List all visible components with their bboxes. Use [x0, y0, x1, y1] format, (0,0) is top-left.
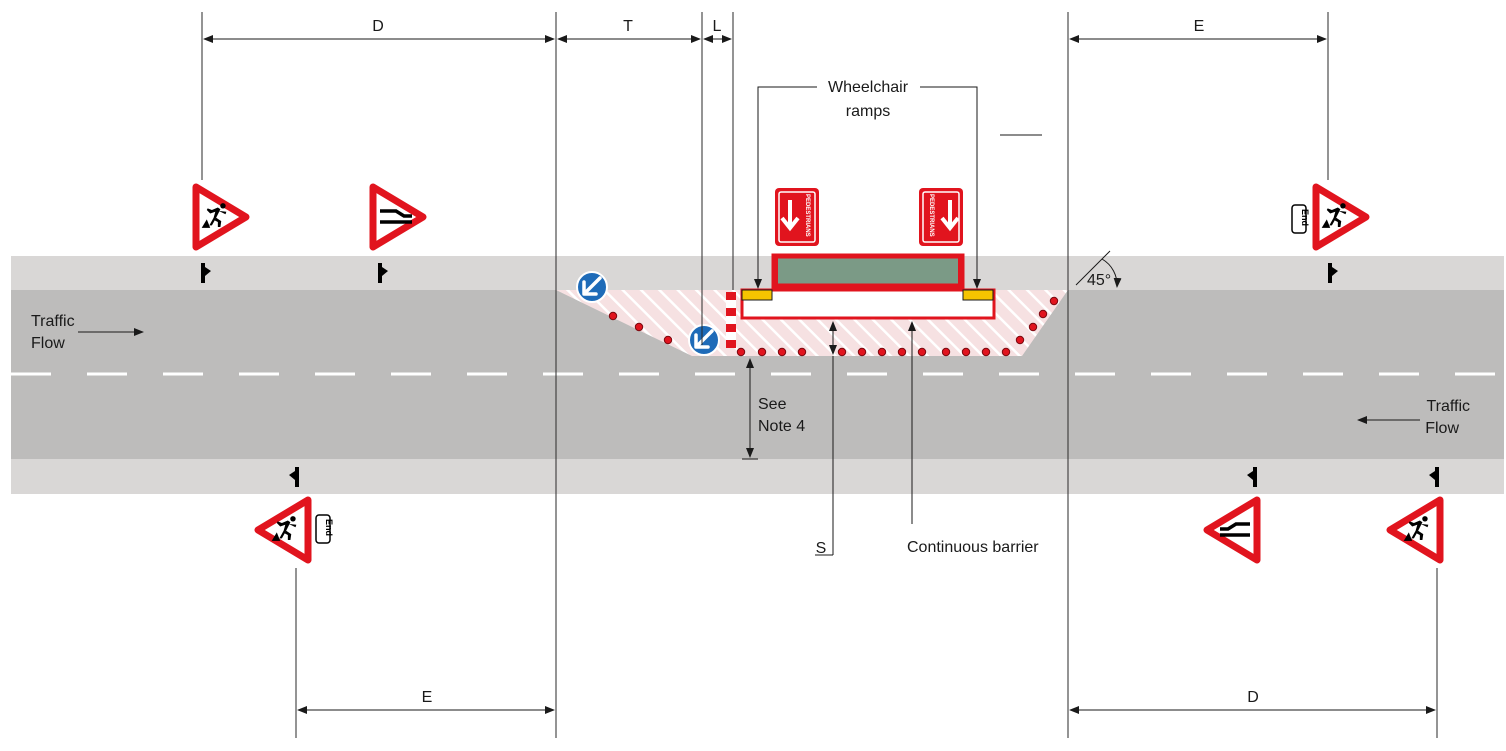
- road-narrows-icon: [1220, 522, 1250, 537]
- road-narrows-sign-top: [369, 183, 427, 251]
- sign-posts: [201, 263, 1439, 487]
- wheelchair-ramps-label-1: Wheelchair: [828, 79, 909, 96]
- traffic-flow-right-label-2: Flow: [1425, 420, 1459, 437]
- see-note-label-2: Note 4: [758, 418, 805, 435]
- red-white-barrier: [726, 292, 736, 348]
- roadworks-sign-bottom-right: [1386, 496, 1444, 564]
- roadworks-sign-bottom-left: End: [254, 496, 334, 564]
- pedestrians-sign-text: PEDESTRIANS: [804, 194, 810, 237]
- footway-closure-barrier: [771, 253, 965, 289]
- pedestrian-walkway: [740, 288, 996, 320]
- see-note-label-1: See: [758, 396, 787, 413]
- dim-label-E-top: E: [1194, 18, 1205, 35]
- down-arrow-icon: [780, 200, 800, 232]
- keep-left-sign-1: [576, 271, 608, 303]
- traffic-flow-left-label-1: Traffic: [31, 313, 75, 330]
- angle-label: 45°: [1087, 272, 1111, 289]
- traffic-cones: [608, 296, 1059, 357]
- reference-lines: [201, 12, 1438, 738]
- end-plate-bottom-left: [315, 514, 331, 544]
- dim-label-D-top: D: [372, 18, 384, 35]
- road-narrows-icon: [380, 209, 412, 224]
- end-plate-text: End: [1300, 209, 1310, 226]
- dim-label-E-bottom: E: [422, 689, 433, 706]
- roadworks-sign-top-right: End: [1291, 183, 1370, 251]
- roadworks-sign-top-left: [192, 183, 250, 251]
- dim-label-D-bottom: D: [1247, 689, 1259, 706]
- keep-left-arrow-icon: [582, 276, 602, 296]
- keep-left-sign-2: [688, 324, 720, 356]
- continuous-barrier-label: Continuous barrier: [907, 539, 1039, 556]
- dimension-lines: [78, 35, 1436, 714]
- traffic-flow-left-label-2: Flow: [31, 335, 65, 352]
- footway-bottom: [11, 459, 1504, 494]
- pedestrians-sign-right: PEDESTRIANS: [919, 188, 963, 246]
- traffic-flow-right-label-1: Traffic: [1426, 398, 1470, 415]
- pedestrians-sign-left: PEDESTRIANS: [775, 188, 819, 246]
- pedestrians-sign-text: PEDESTRIANS: [928, 194, 934, 237]
- dim-label-T: T: [623, 18, 633, 35]
- wheelchair-ramp-left: [741, 289, 773, 301]
- end-plate-text: End: [324, 519, 334, 536]
- keep-left-arrow-icon: [694, 329, 714, 349]
- dim-label-L: L: [713, 18, 722, 35]
- dim-label-S: S: [816, 540, 827, 557]
- wheelchair-ramp-right: [962, 289, 994, 301]
- wheelchair-ramps-label-2: ramps: [846, 103, 890, 120]
- down-arrow-icon: [940, 200, 960, 232]
- road-narrows-sign-bottom: [1203, 496, 1261, 564]
- end-plate-top-right: [1291, 204, 1307, 234]
